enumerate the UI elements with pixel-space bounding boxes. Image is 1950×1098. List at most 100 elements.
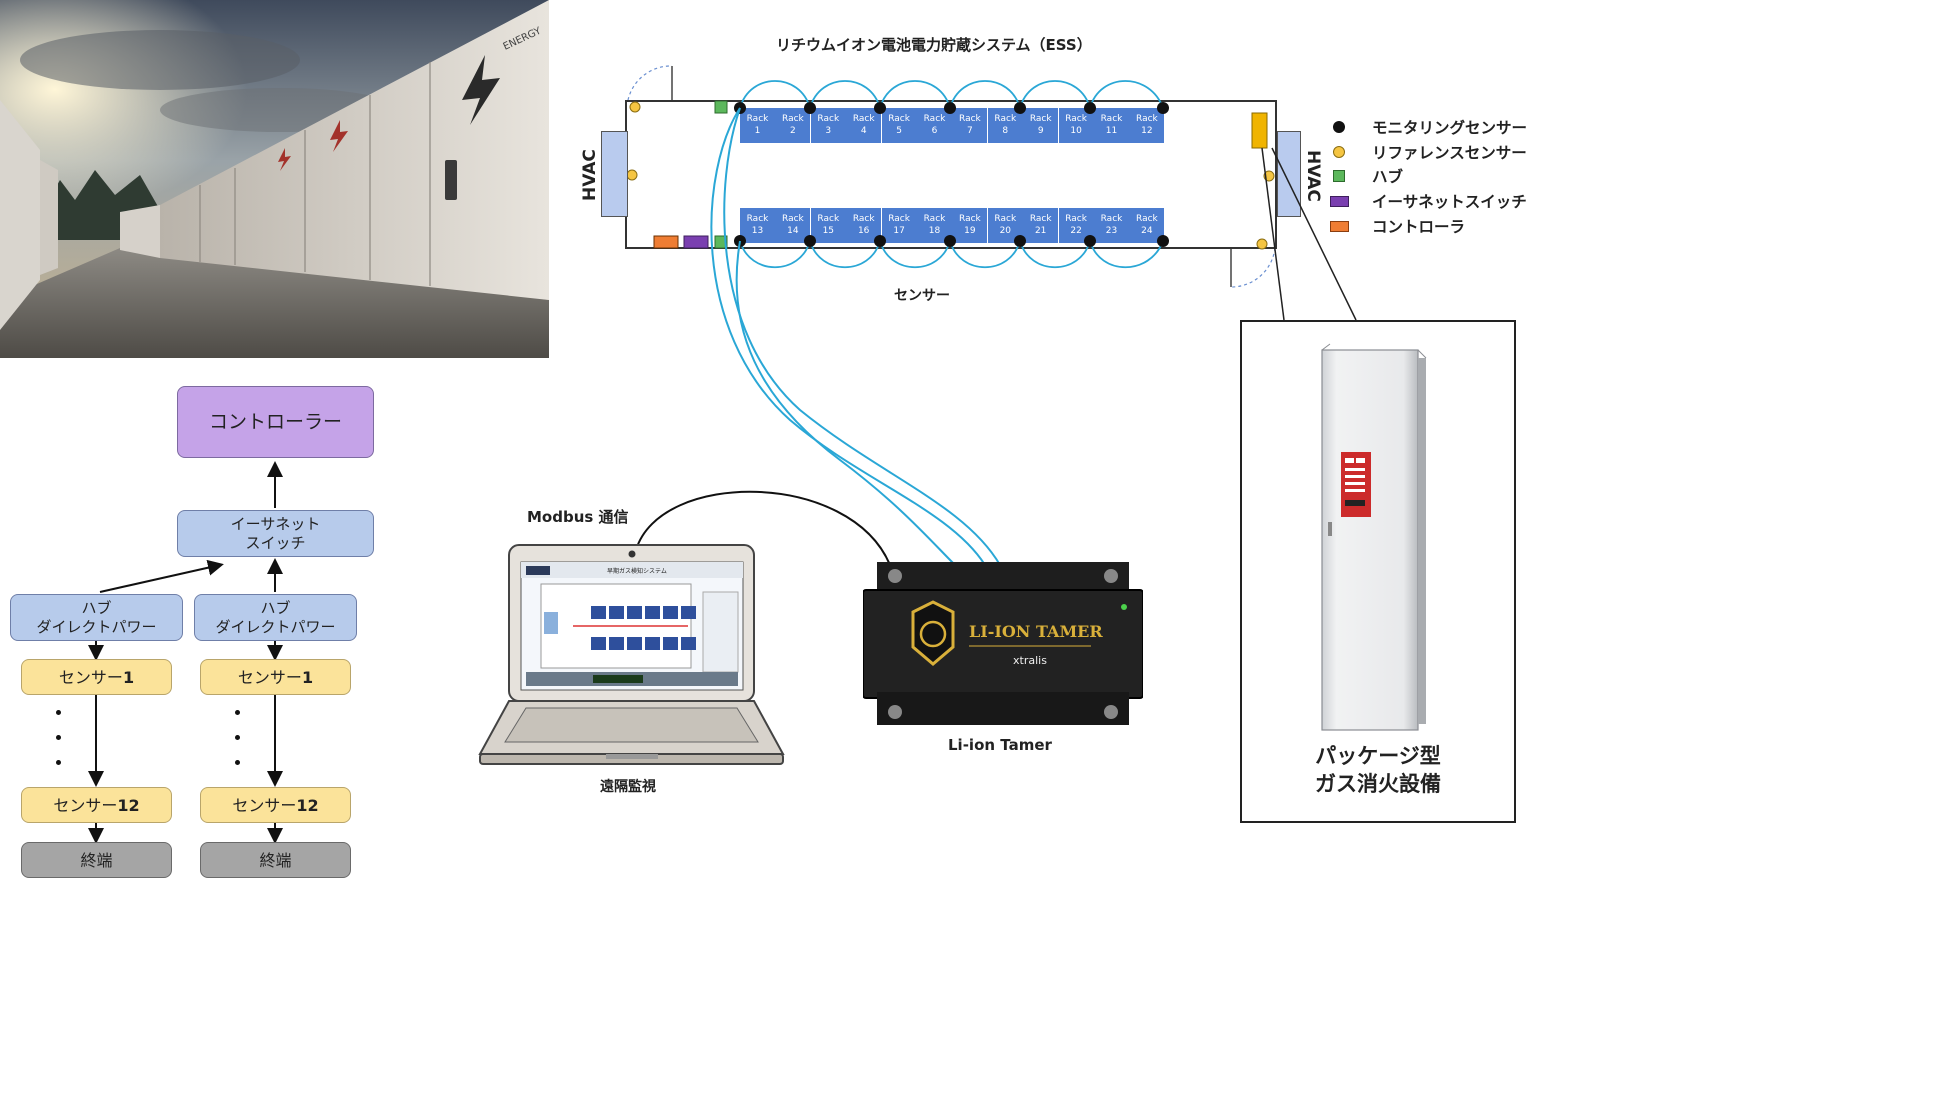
device-caption: Li-ion Tamer — [948, 736, 1052, 754]
hvac-right — [1277, 131, 1301, 217]
legend-controller: コントローラ — [1328, 215, 1465, 237]
ellipsis-dots-right — [235, 710, 240, 785]
network-cables — [635, 107, 1001, 566]
rack-number: 9 — [1037, 126, 1044, 136]
rack-label: Rack — [1065, 114, 1087, 124]
monitoring-sensor-dot — [1157, 235, 1169, 247]
rack-number: 23 — [1105, 226, 1118, 236]
rack-label: Rack — [994, 214, 1017, 224]
ellipsis-dots-left — [56, 710, 61, 785]
rack-12: Rack 12 — [1129, 108, 1165, 143]
laptop-icon: 早期ガス検知システム — [478, 544, 785, 765]
rack-number: 5 — [896, 126, 902, 136]
ess-photo: ENERGY — [0, 0, 549, 358]
flow-arrows — [88, 461, 283, 844]
monitoring-sensor-dot — [1014, 102, 1026, 114]
rack-number: 20 — [999, 226, 1012, 236]
rack-number: 18 — [928, 226, 941, 236]
rack-number: 22 — [1070, 226, 1082, 236]
rack-label: Rack — [1100, 214, 1123, 224]
flow-hub-box-right: ハブダイレクトパワー — [194, 594, 357, 641]
flow-hub-box-left: ハブダイレクトパワー — [10, 594, 183, 641]
lion-shield-logo — [911, 600, 955, 666]
laptop-caption: 遠隔監視 — [600, 779, 656, 795]
rack-7: Rack 7 — [952, 108, 988, 143]
rack-label: Rack — [746, 114, 769, 124]
rack-label: Rack — [1136, 214, 1158, 224]
flow-terminal-right: 終端 — [200, 842, 351, 878]
rack-number: 21 — [1034, 226, 1047, 236]
rack-4: Rack 4 — [846, 108, 882, 143]
rack-number: 10 — [1070, 126, 1082, 136]
hvac-left — [601, 131, 628, 217]
monitoring-sensor-dot — [944, 235, 956, 247]
rack-number: 17 — [893, 226, 905, 236]
rack-number: 13 — [751, 226, 764, 236]
legend-reference: リファレンスセンサー — [1328, 141, 1527, 163]
yellow-dot-icon — [1333, 146, 1345, 158]
device-brand: LI-ION TAMER — [969, 622, 1103, 641]
monitoring-sensor-dot — [944, 102, 956, 114]
rack-number: 4 — [860, 126, 867, 136]
diagram-title: リチウムイオン電池電力貯蔵システム（ESS） — [776, 36, 1092, 54]
rack-label: Rack — [1065, 214, 1087, 224]
device-maker: xtralis — [1013, 654, 1047, 667]
rack-label: Rack — [852, 114, 875, 124]
rack-number: 14 — [787, 226, 799, 236]
rack-number: 7 — [967, 126, 973, 136]
rack-label: Rack — [852, 214, 875, 224]
legend-ethernet: イーサネットスイッチ — [1328, 190, 1527, 212]
monitoring-sensor-dot — [1014, 235, 1026, 247]
extinguisher-caption-line2: ガス消火設備 — [1315, 772, 1441, 796]
monitoring-sensor-dot — [804, 235, 816, 247]
rack-number: 3 — [825, 126, 832, 136]
rack-11: Rack 11 — [1094, 108, 1129, 143]
rack-6: Rack 6 — [917, 108, 952, 143]
flow-ethernet-switch-box: イーサネットスイッチ — [177, 510, 374, 557]
monitoring-sensor-dot — [874, 102, 886, 114]
sensor-label: センサー — [894, 288, 950, 304]
rack-label: Rack — [817, 214, 840, 224]
rack-label: Rack — [959, 214, 981, 224]
extinguisher-caption-line1: パッケージ型 — [1315, 744, 1441, 768]
rack-label: Rack — [1136, 114, 1158, 124]
rack-number: 8 — [1002, 126, 1009, 136]
rack-label: Rack — [782, 214, 804, 224]
rack-number: 2 — [790, 126, 796, 136]
rack-number: 24 — [1141, 226, 1153, 236]
rack-15: Rack 15 — [810, 208, 846, 243]
rack-21: Rack 21 — [1023, 208, 1059, 243]
rack-number: 12 — [1141, 126, 1153, 136]
rack-number: 15 — [822, 226, 835, 236]
monitoring-sensor-dot — [804, 102, 816, 114]
monitoring-sensor-dot — [1084, 102, 1096, 114]
rack-label: Rack — [1100, 114, 1123, 124]
li-ion-tamer-device: LI-ION TAMER xtralis — [862, 562, 1144, 725]
rack-number: 6 — [931, 126, 938, 136]
orange-rect-icon — [1329, 220, 1349, 232]
rack-label: Rack — [1029, 214, 1052, 224]
monitoring-sensor-dot — [1084, 235, 1096, 247]
green-square-icon — [1333, 170, 1345, 182]
rack-label: Rack — [888, 214, 910, 224]
purple-rect-icon — [1329, 195, 1349, 207]
rack-label: Rack — [923, 114, 946, 124]
flow-controller-box: コントローラー — [177, 386, 374, 458]
sensor-cable-top — [739, 80, 1164, 269]
rack-label: Rack — [959, 114, 981, 124]
rack-number: 11 — [1105, 126, 1118, 136]
modbus-label: Modbus 通信 — [527, 508, 629, 526]
black-dot-icon — [1333, 121, 1345, 133]
rack-17: Rack 17 — [881, 208, 917, 243]
extinguisher-panel: パッケージ型 ガス消火設備 — [1240, 320, 1516, 823]
monitoring-sensor-dot — [1157, 102, 1169, 114]
